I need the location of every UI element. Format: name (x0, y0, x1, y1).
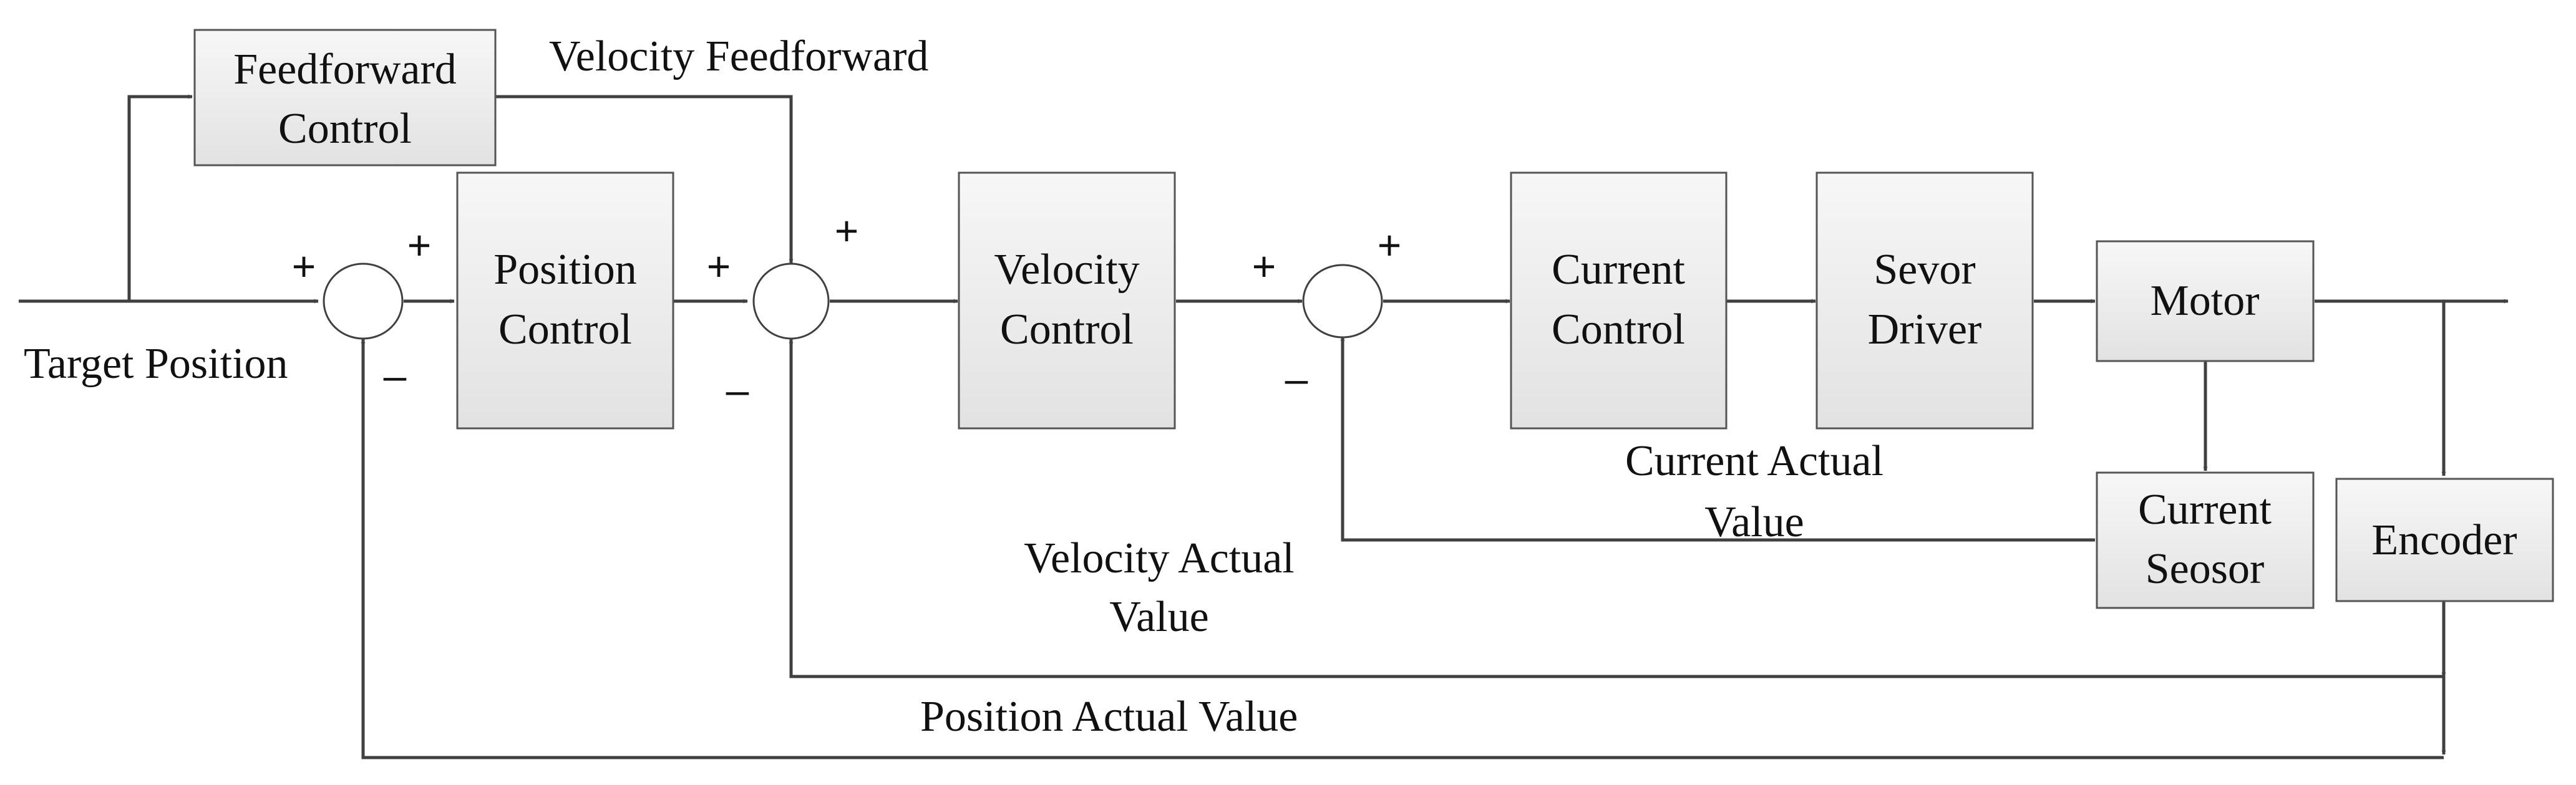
servo-driver-label-1: Sevor (1874, 246, 1975, 294)
sum1-plus-left-sign: + (292, 243, 316, 289)
signal-lines (19, 94, 2509, 759)
target-position-label: Target Position (24, 340, 288, 388)
servo-driver-block: Sevor Driver (1815, 171, 2034, 430)
current-sensor-block: Current Seosor (2096, 471, 2315, 609)
velocity-control-label-1: Velocity (994, 246, 1139, 294)
position-actual-value-label: Position Actual Value (920, 693, 1298, 741)
sum2-plus-left-sign: + (707, 243, 731, 289)
current-sensor-label-1: Current (2138, 486, 2272, 534)
position-control-label-2: Control (498, 306, 632, 354)
current-feedback-line (1340, 336, 2095, 542)
velocity-feedback-line (789, 339, 2444, 678)
current-actual-value-label-1: Current Actual (1625, 437, 1883, 485)
velocity-control-block: Velocity Control (958, 171, 1176, 430)
sum2-plus-right-sign: + (835, 208, 859, 254)
position-summing-junction (323, 262, 404, 340)
velocity-feedforward-label: Velocity Feedforward (549, 32, 928, 80)
velocity-feedforward-line (496, 95, 794, 264)
velocity-actual-value-label-1: Velocity Actual (1024, 534, 1295, 582)
current-control-block: Current Control (1510, 171, 1728, 430)
feedforward-branch-line (127, 94, 193, 301)
current-actual-value-label-2: Value (1704, 498, 1804, 546)
position-control-label-1: Position (493, 246, 637, 294)
sum3-plus-right-sign: + (1378, 222, 1402, 268)
sum3-minus-sign: – (1285, 355, 1308, 402)
sum2-minus-sign: – (726, 367, 749, 413)
current-summing-junction (1302, 264, 1383, 339)
motor-block: Motor (2096, 240, 2315, 362)
feedforward-control-block: Feedforward Control (193, 29, 497, 166)
position-control-block: Position Control (456, 171, 674, 430)
servo-driver-label-2: Driver (1868, 306, 1982, 354)
encoder-block: Encoder (2335, 478, 2554, 602)
current-sensor-label-2: Seosor (2146, 545, 2265, 593)
feedforward-control-label-1: Feedforward (233, 46, 457, 94)
sum3-plus-left-sign: + (1252, 243, 1276, 289)
sum1-minus-sign: – (384, 352, 407, 398)
current-control-label-2: Control (1552, 306, 1685, 354)
velocity-actual-value-label-2: Value (1109, 593, 1208, 641)
velocity-summing-junction (752, 262, 830, 340)
motor-label: Motor (2151, 277, 2260, 325)
encoder-label: Encoder (2371, 516, 2517, 564)
sum1-plus-right-sign: + (407, 222, 432, 268)
feedforward-control-label-2: Control (278, 105, 412, 153)
velocity-control-label-2: Control (1000, 306, 1134, 354)
position-feedback-line (361, 339, 2444, 759)
current-control-label-1: Current (1552, 246, 1685, 294)
